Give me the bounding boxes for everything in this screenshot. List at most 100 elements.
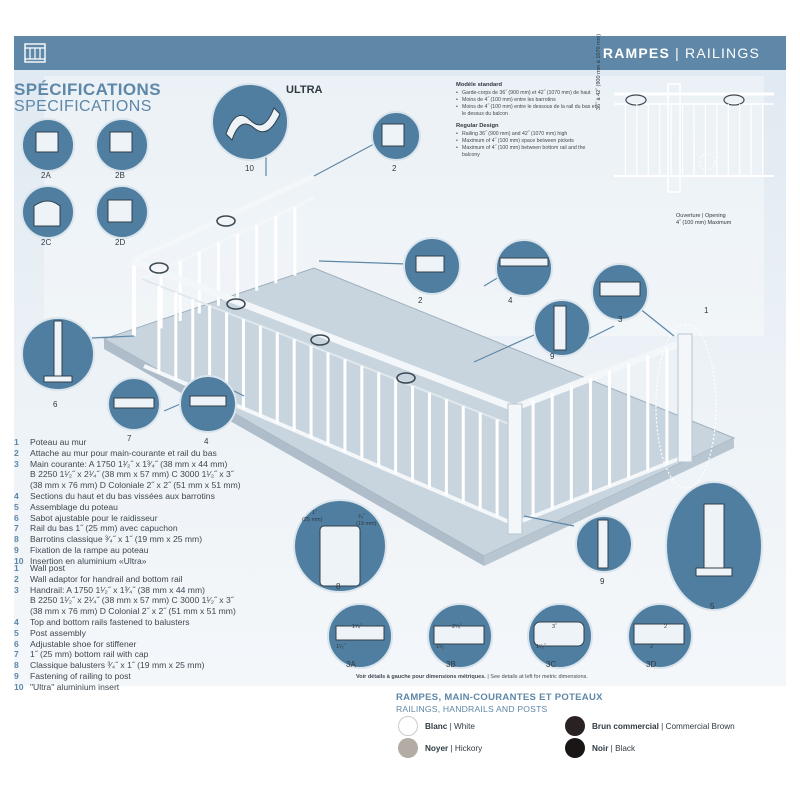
legend-number: 9 (14, 670, 19, 681)
legend-text: Sections du haut et du bas vissées aux b… (30, 490, 215, 501)
legend-text: Classique balusters ³⁄₄˝ x 1˝ (19 mm x 2… (30, 660, 205, 671)
railing-logo-icon (24, 43, 46, 63)
legend-number: 10 (14, 681, 24, 692)
callout-label-3c: 3C (546, 660, 557, 669)
callout-label-2c: 2C (41, 238, 52, 247)
callout-label-9-lower: 9 (600, 577, 605, 586)
legend-number (14, 469, 30, 480)
color-label-commercial-brown: Brun commercial | Commercial Brown (592, 722, 735, 731)
legend-text: Poteau au mur (30, 437, 87, 447)
color-name-fr: Noir (592, 744, 609, 753)
profile-3c-width: 1¹⁄₂˝ (536, 644, 546, 650)
baluster-dim-depth-metric: (19 mm) (356, 521, 377, 527)
callout-label-5: 5 (710, 602, 715, 611)
baluster-dim-depth: ³⁄₄˝ (358, 514, 365, 520)
legend-text: Rail du bas 1˝ (25 mm) avec capuchon (30, 523, 178, 534)
legend-text: Sabot ajustable pour le raidisseur (30, 512, 158, 523)
legend-number: 2 (14, 447, 19, 458)
color-label-black: Noir | Black (592, 744, 636, 753)
legend-number: 9 (14, 544, 19, 555)
callout-label-2b: 2B (115, 171, 125, 180)
legend-text: Barrotins classique ³⁄₄˝ x 1˝ (19 mm x 2… (30, 534, 203, 545)
profile-3d-height: 2˝ (664, 624, 669, 630)
baluster-dim-width-metric: (25 mm) (302, 517, 323, 523)
back-railing (130, 173, 316, 336)
callout-label-6: 6 (53, 400, 58, 409)
standard-item-fr: Garde-corps de 36˝ (900 mm) et 42˝ (1070… (456, 90, 598, 97)
height-label: 36˝ à 42˝ (900 mm à 1070 mm) (596, 34, 602, 110)
callout-circle-3a (327, 603, 393, 669)
callout-circle-10 (211, 83, 289, 161)
profile-3b-height: 2¹⁄₄˝ (452, 624, 462, 630)
color-name-en: Black (615, 744, 636, 753)
legend-row: B 2250 1¹⁄₂˝ x 2¹⁄₄˝ (38 mm x 57 mm) C 3… (14, 595, 236, 606)
metric-note-fr: Voir détails à gauche pour dimensions mé… (356, 674, 486, 680)
legend-number (14, 595, 30, 606)
legend-number: 6 (14, 512, 19, 523)
standard-item-fr: Moins de 4˝ (100 mm) entre les barrotins (456, 97, 598, 104)
right-railing (507, 333, 693, 535)
profile-3a-height: 1³⁄₄˝ (352, 624, 362, 630)
legend-number: 4 (14, 616, 19, 627)
callout-circle-2-mid (403, 237, 461, 295)
legend-row: B 2250 1¹⁄₂˝ x 2¹⁄₄˝ (38 mm x 57 mm) C 3… (14, 469, 241, 480)
callout-label-3-right: 3 (618, 315, 623, 324)
legend-number (14, 606, 30, 617)
color-name-en: White (453, 722, 475, 731)
legend-number: 1 (14, 563, 19, 573)
callout-label-9-mid: 9 (550, 352, 555, 361)
legend-text: Handrail: A 1750 1¹⁄₂˝ x 1³⁄₄˝ (38 mm x … (30, 584, 205, 595)
color-label-hickory: Noyer | Hickory (425, 744, 483, 753)
color-swatch-hickory (398, 738, 418, 758)
specifications-title-en: SPECIFICATIONS (14, 98, 152, 115)
callout-label-10: 10 (245, 164, 254, 173)
legend-number: 5 (14, 501, 19, 512)
legend-number: 2 (14, 573, 19, 584)
callout-label-7: 7 (127, 434, 132, 443)
metric-note-separator: | (485, 674, 491, 680)
standard-heading-fr: Modèle standard (456, 82, 503, 88)
legend-number: 6 (14, 638, 19, 649)
callout-label-2a: 2A (41, 171, 51, 180)
callout-circle-4-mid (495, 239, 553, 297)
legend-text: Main courante: A 1750 1¹⁄₂˝ x 1³⁄₄˝ (38 … (30, 458, 228, 469)
colors-title-en: RAILINGS, HANDRAILS AND POSTS (396, 704, 548, 714)
standard-item-en: Railing 36˝ (900 mm) and 42˝ (1070 mm) h… (456, 131, 598, 138)
colors-title-fr: RAMPES, MAIN-COURANTES ET POTEAUX (396, 692, 603, 703)
legend-row: 2 Attache au mur pour main-courante et ra… (14, 448, 241, 459)
callout-circle-3c (527, 603, 593, 669)
specifications-title-fr: SPÉCIFICATIONS (14, 80, 161, 99)
callout-label-3a: 3A (346, 660, 356, 669)
legend-text: B 2250 1¹⁄₂˝ x 2¹⁄₄˝ (38 mm x 57 mm) C 3… (30, 469, 234, 480)
callout-circle-9-lower (575, 515, 633, 573)
legend-text: Fixation de la rampe au poteau (30, 544, 149, 555)
front-balusters (157, 285, 499, 517)
legend-text: Attache au mur pour main-courante et rai… (30, 447, 217, 458)
callout-label-2d: 2D (115, 238, 126, 247)
callout-label-3d: 3D (646, 660, 657, 669)
color-name-fr: Noyer (425, 744, 449, 753)
metric-note-en: See details at left for metric dimension… (490, 674, 588, 680)
legend-fr: 1 Poteau au mur 2 Attache au mur pour main… (14, 437, 241, 567)
legend-number: 5 (14, 627, 19, 638)
legend-number: 3 (14, 584, 19, 595)
header-title-en: RAILINGS (685, 45, 760, 61)
legend-number: 1 (14, 437, 19, 447)
profile-3a-width: 1¹⁄₂˝ (336, 644, 346, 650)
standard-design-notes: Modèle standard Garde-corps de 36˝ (900 … (456, 82, 598, 164)
standard-heading-en: Regular Design (456, 123, 499, 129)
legend-number (14, 480, 30, 491)
color-swatch-white (398, 716, 418, 736)
legend-number: 7 (14, 649, 19, 660)
callout-circle-2-top (371, 111, 421, 161)
standard-item-en: Maximum of 4˝ (100 mm) space between pic… (456, 138, 598, 145)
standard-item-fr: Moins de 4˝ (100 mm) entre le dessous de… (456, 104, 598, 118)
callout-label-2-top: 2 (392, 164, 397, 173)
